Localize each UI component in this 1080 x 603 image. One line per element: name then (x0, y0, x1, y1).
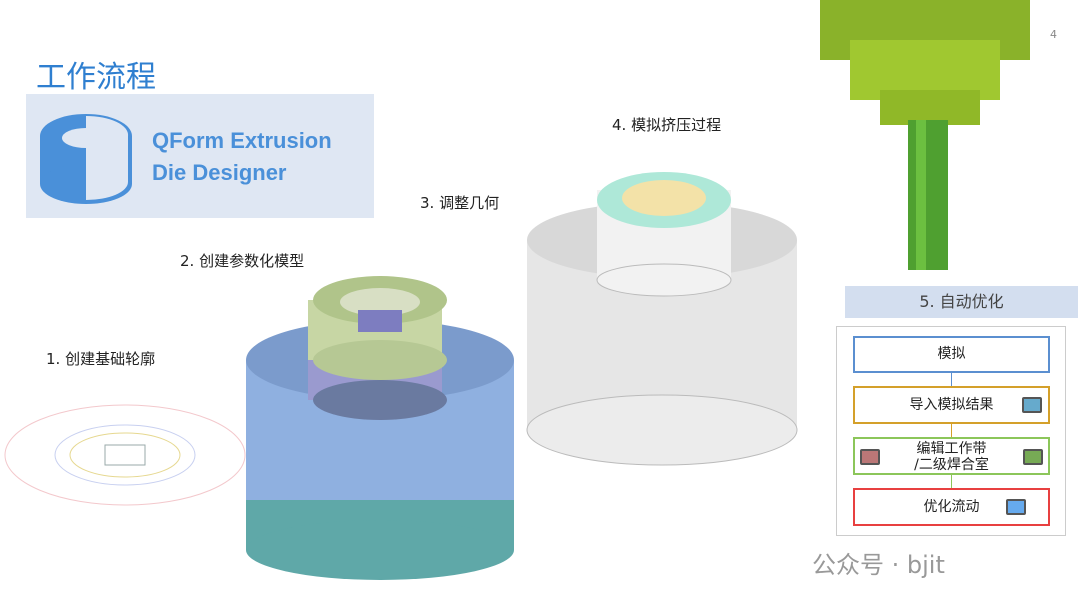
parametric-model-image (246, 276, 514, 580)
flow-simulate: 模拟 (853, 336, 1050, 373)
results-icon (1022, 397, 1042, 413)
step-4-label: 4. 模拟挤压过程 (612, 116, 722, 134)
logo-line2: Die Designer (152, 160, 287, 185)
flow-import-results: 导入模拟结果 (853, 386, 1050, 424)
step-5-label: 5. 自动优化 (845, 286, 1078, 318)
flow-optimize-label: 优化流动 (923, 499, 980, 515)
bearing-icon (860, 449, 880, 465)
optimize-icon (1006, 499, 1026, 515)
watermark: 公众号 · bjit (812, 551, 945, 579)
step-3-label: 3. 调整几何 (420, 194, 500, 212)
extrusion-simulation-image (820, 0, 1030, 270)
flow-edit-bearing-label2: /二级焊合室 (914, 457, 989, 473)
flow-edit-bearing-label: 编辑工作带 (916, 441, 987, 457)
qform-logo: QForm Extrusion Die Designer (26, 94, 374, 218)
step-2-label: 2. 创建参数化模型 (180, 252, 305, 270)
logo-line1: QForm Extrusion (152, 128, 332, 153)
step-1-label: 1. 创建基础轮廓 (46, 350, 156, 368)
flow-optimize: 优化流动 (853, 488, 1050, 526)
adjusted-geometry-image (526, 172, 798, 466)
weld-chamber-icon (1023, 449, 1043, 465)
optimization-flowchart: 模拟 导入模拟结果 编辑工作带 /二级焊合室 优化流动 (836, 326, 1066, 536)
qform-logo-icon (40, 114, 132, 204)
flow-import-results-label: 导入模拟结果 (909, 397, 994, 413)
slide-title: 工作流程 (36, 60, 156, 95)
base-profile-image (4, 404, 246, 506)
page-number: 4 (1050, 28, 1057, 41)
flow-edit-bearing: 编辑工作带 /二级焊合室 (853, 437, 1050, 475)
